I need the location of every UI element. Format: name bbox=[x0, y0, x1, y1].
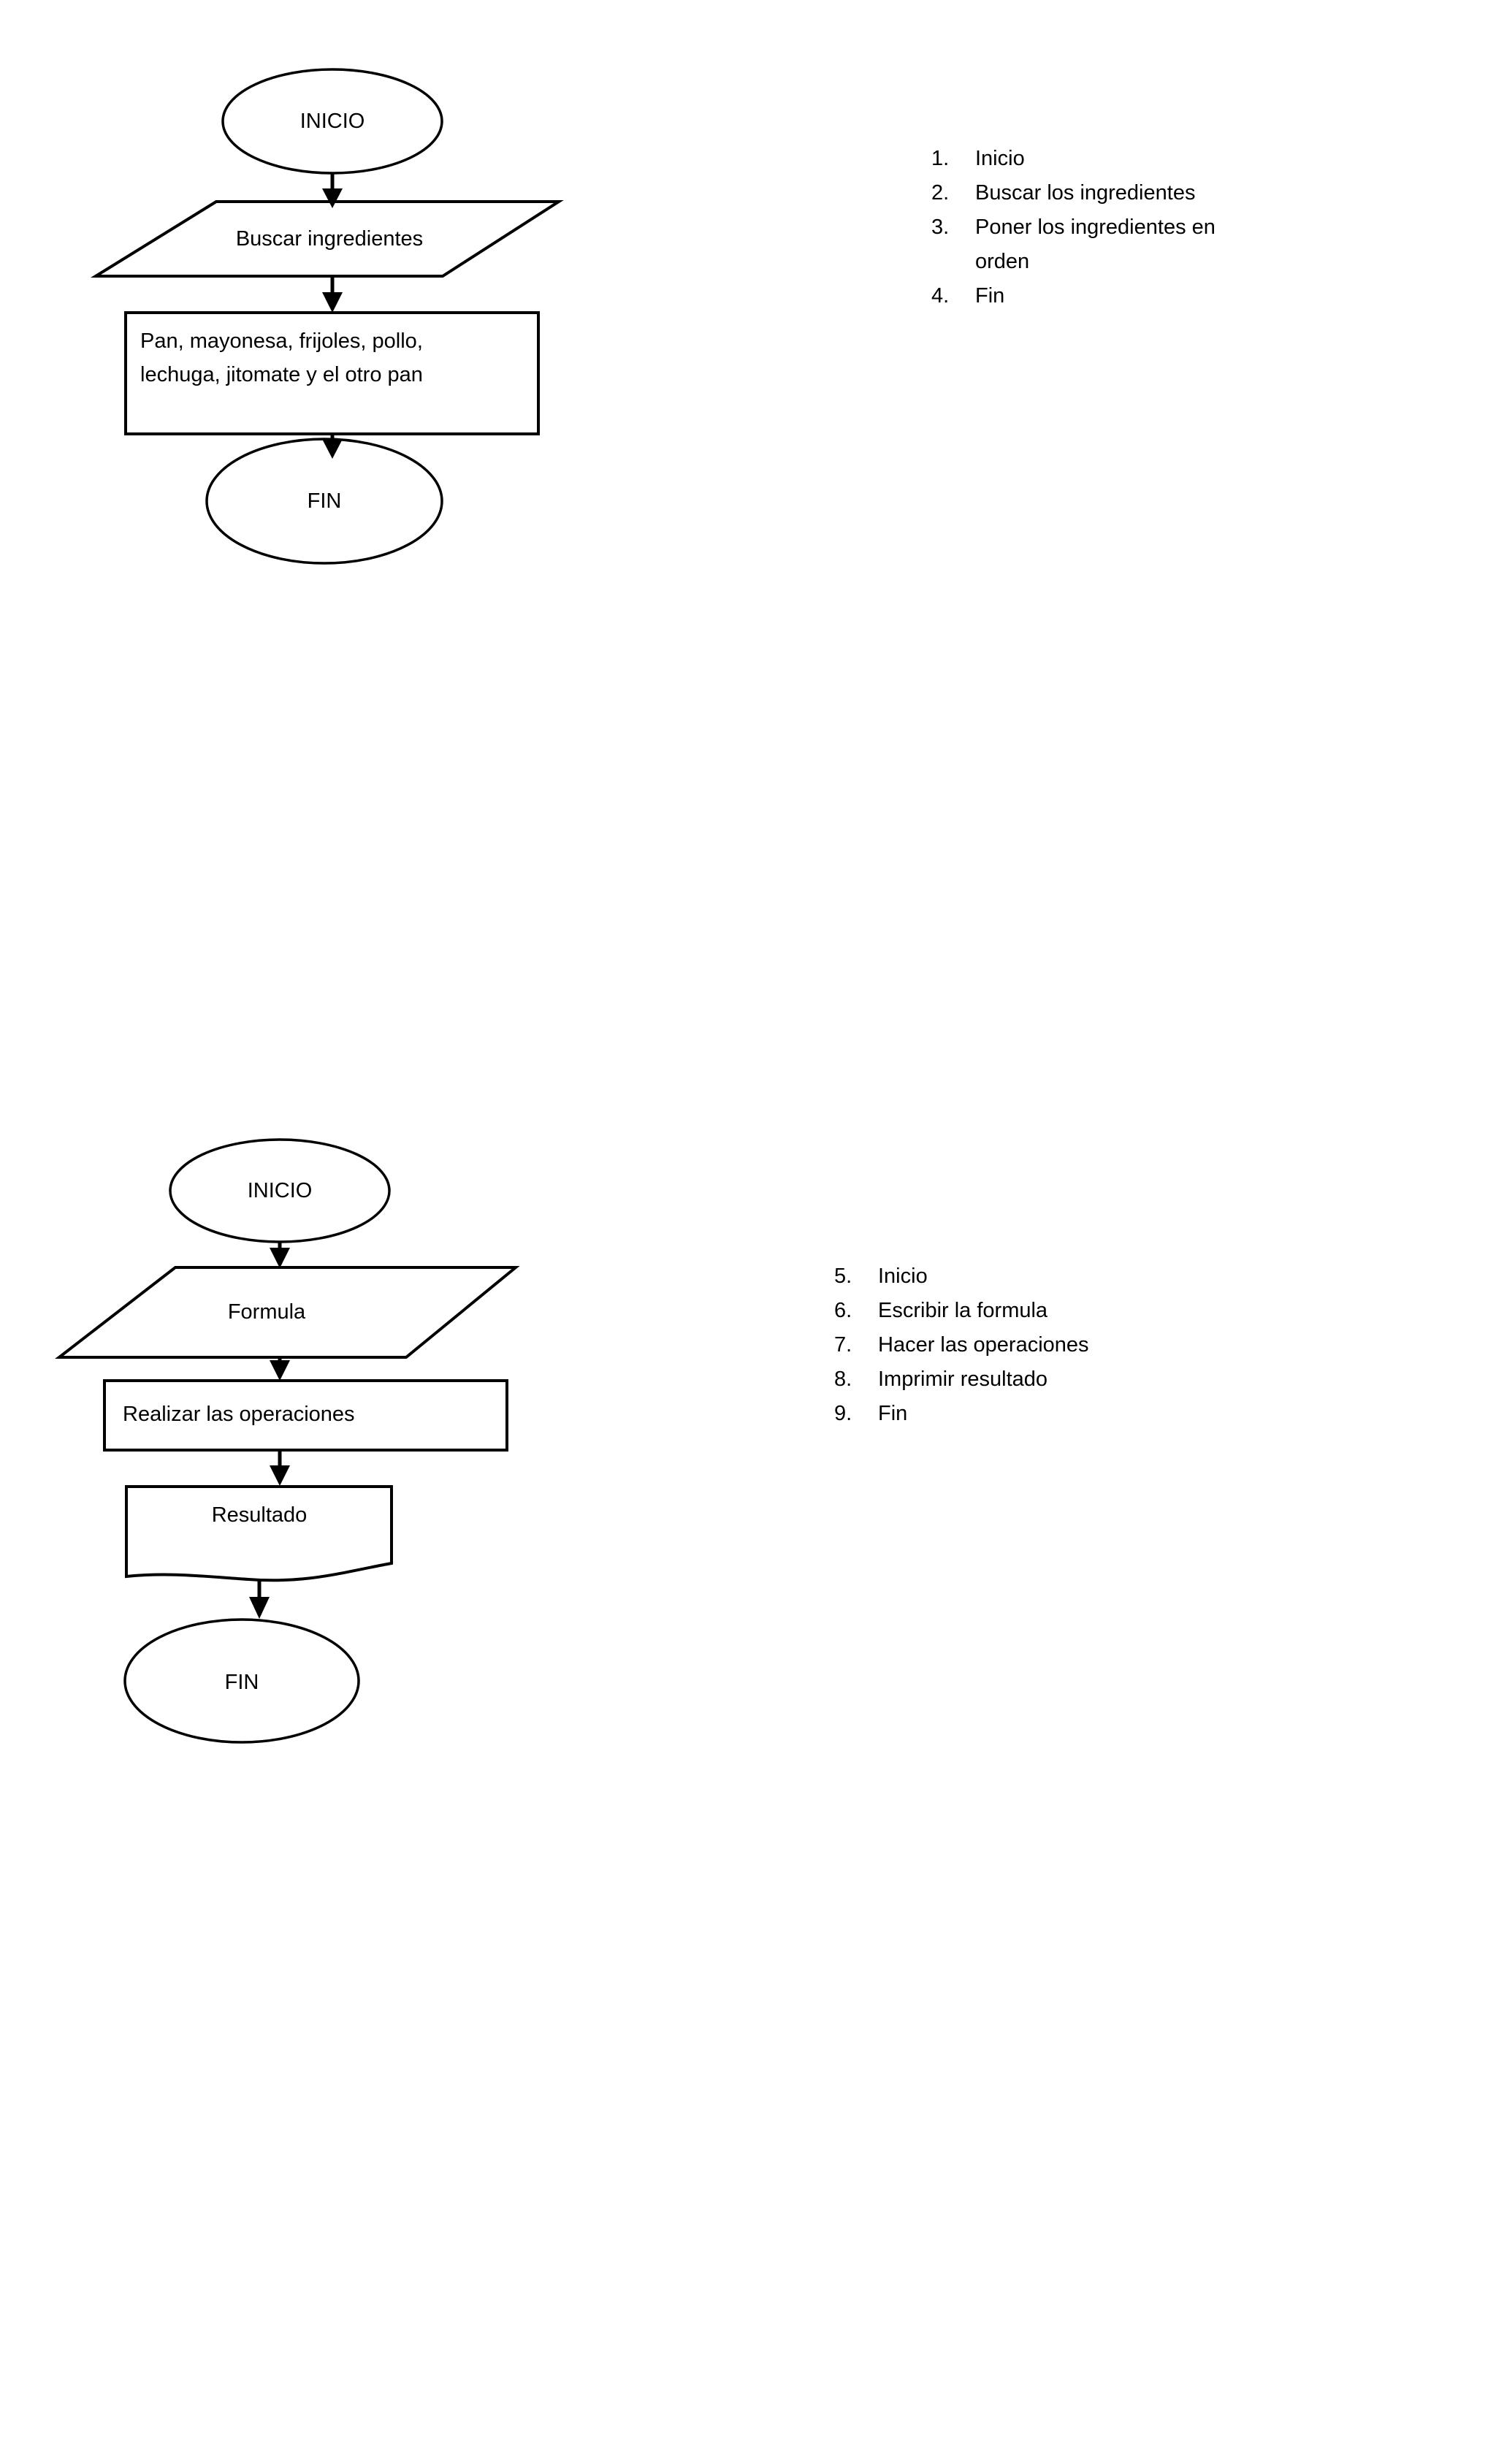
steps-list-formula: 5. Inicio 6. Escribir la formula 7. Hace… bbox=[834, 1259, 1141, 1431]
terminator-end-label-1: FIN bbox=[307, 489, 342, 513]
list-item-text: Imprimir resultado bbox=[878, 1368, 1048, 1391]
connector-4-arrowhead bbox=[270, 1248, 290, 1268]
list-item: 1. Inicio bbox=[931, 142, 1238, 176]
list-item: 3. Poner los ingredientes en orden bbox=[931, 210, 1238, 279]
connector-2-arrowhead bbox=[322, 292, 343, 313]
list-item-text: Poner los ingredientes en orden bbox=[975, 215, 1216, 273]
list-item: 4. Fin bbox=[931, 279, 1238, 313]
list-item-number: 8. bbox=[834, 1368, 852, 1391]
steps-list-sandwich: 1. Inicio 2. Buscar los ingredientes 3. … bbox=[931, 142, 1238, 313]
list-item-text: Fin bbox=[975, 284, 1005, 308]
list-item-number: 5. bbox=[834, 1265, 852, 1288]
connector-7-arrowhead bbox=[249, 1597, 270, 1619]
list-item-text: Inicio bbox=[975, 147, 1025, 170]
terminator-end-label-2: FIN bbox=[224, 1671, 259, 1694]
input-label-1: Buscar ingredientes bbox=[235, 227, 424, 251]
list-item-number: 3. bbox=[931, 215, 950, 239]
list-item-text: Buscar los ingredientes bbox=[975, 181, 1196, 205]
list-item-number: 2. bbox=[931, 181, 950, 205]
list-item-text: Inicio bbox=[878, 1265, 928, 1288]
document-label-2: Resultado bbox=[211, 1503, 308, 1527]
list-item: 2. Buscar los ingredientes bbox=[931, 176, 1238, 210]
terminator-start-label-2: INICIO bbox=[247, 1179, 313, 1202]
process-label-2: Realizar las operaciones bbox=[123, 1403, 355, 1426]
list-item-text: Hacer las operaciones bbox=[878, 1333, 1089, 1357]
list-item-number: 6. bbox=[834, 1299, 852, 1322]
connector-5-arrowhead bbox=[270, 1360, 290, 1381]
connector-1-arrowhead bbox=[322, 188, 343, 208]
process-label-1: Pan, mayonesa, frijoles, pollo, lechuga,… bbox=[140, 329, 423, 386]
list-item: 8. Imprimir resultado bbox=[834, 1362, 1141, 1397]
list-item-text: Fin bbox=[878, 1402, 908, 1425]
connector-6-arrowhead bbox=[270, 1465, 290, 1486]
list-item-number: 9. bbox=[834, 1402, 852, 1425]
terminator-start-label-1: INICIO bbox=[299, 110, 365, 133]
list-item-number: 4. bbox=[931, 284, 950, 308]
list-item: 7. Hacer las operaciones bbox=[834, 1328, 1141, 1362]
list-item: 6. Escribir la formula bbox=[834, 1294, 1141, 1328]
connector-3-arrowhead bbox=[322, 439, 343, 459]
list-item: 5. Inicio bbox=[834, 1259, 1141, 1294]
input-label-2: Formula bbox=[227, 1300, 306, 1324]
list-item-text: Escribir la formula bbox=[878, 1299, 1048, 1322]
list-item-number: 7. bbox=[834, 1333, 852, 1357]
list-item-number: 1. bbox=[931, 147, 950, 170]
list-item: 9. Fin bbox=[834, 1397, 1141, 1431]
